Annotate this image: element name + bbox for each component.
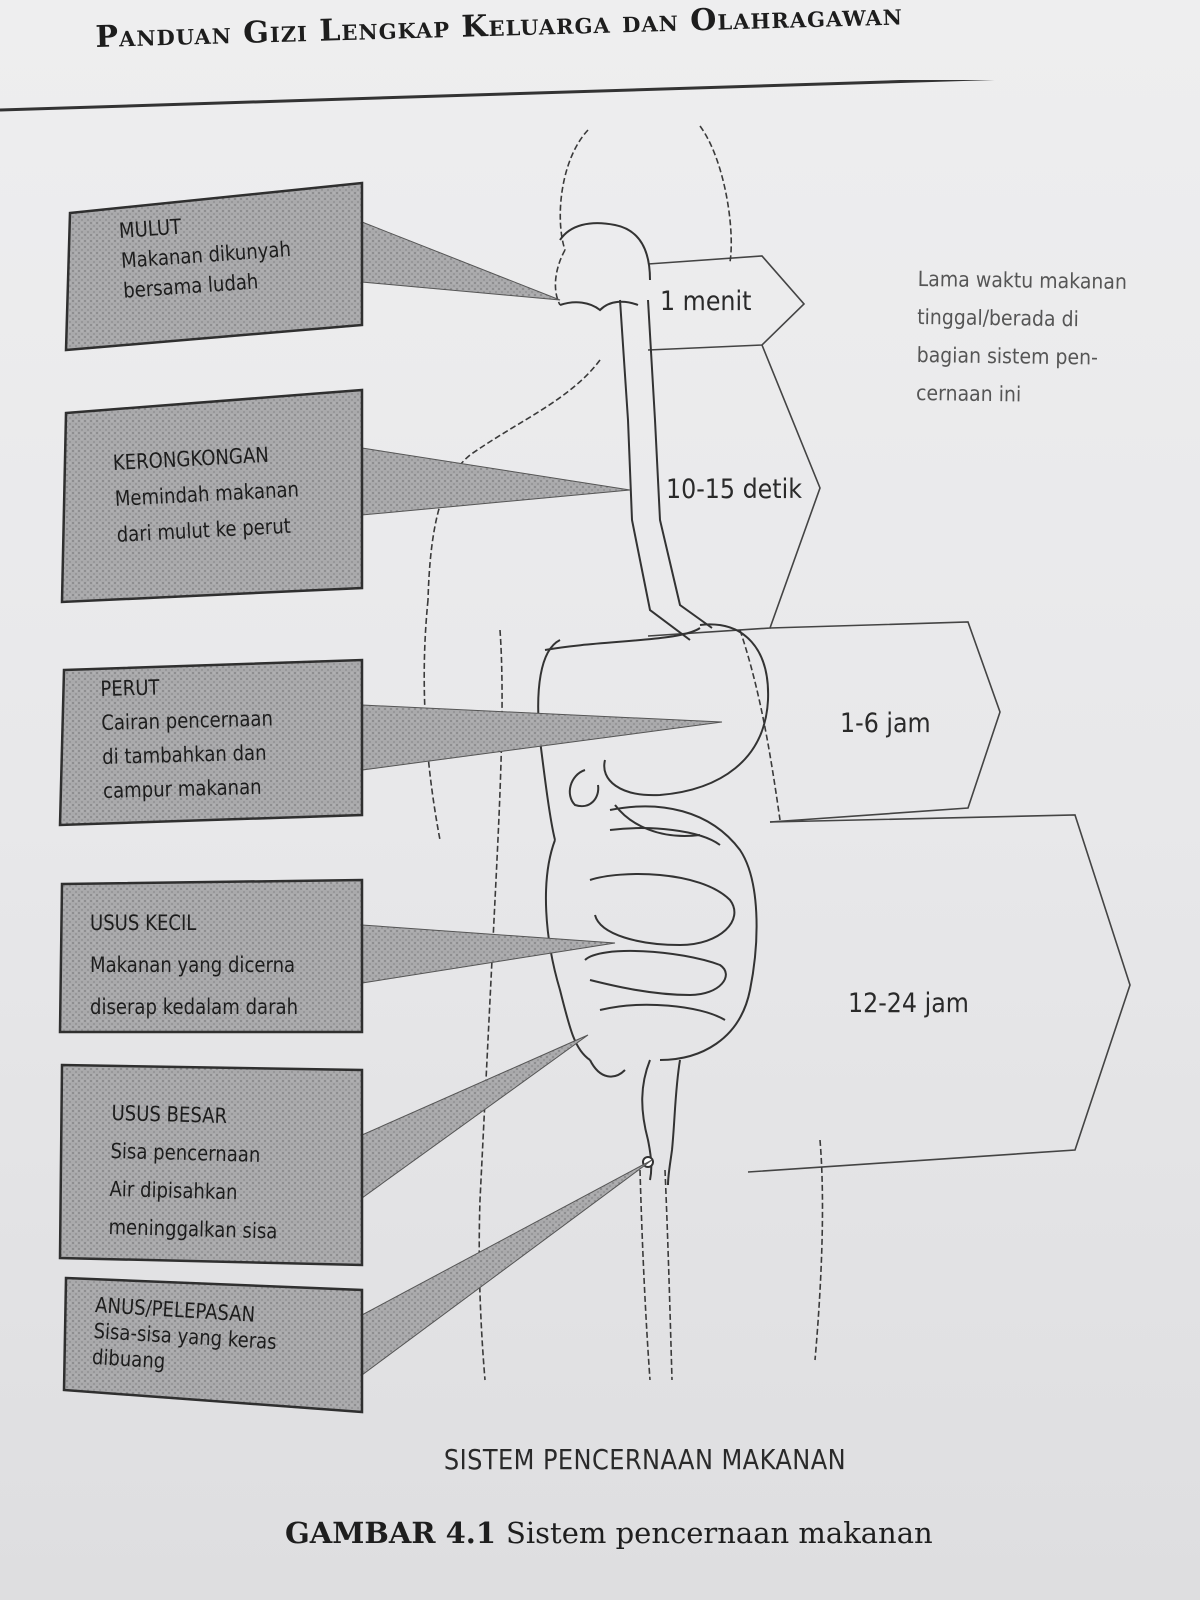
- pointer-anus: [361, 1159, 653, 1376]
- time-stomach: 1-6 jam: [840, 708, 931, 739]
- label-perut: PERUT Cairan pencernaan di tambahkan dan…: [100, 667, 303, 808]
- organ-desc: diserap kedalam darah: [90, 995, 299, 1019]
- label-usus-kecil: USUS KECIL Makanan yang dicerna diserap …: [90, 902, 332, 1028]
- organ-desc: Cairan pencernaan: [101, 706, 274, 735]
- time-intestines: 12-24 jam: [848, 988, 969, 1019]
- label-pointers: [361, 221, 723, 1376]
- time-arrows: [647, 255, 1131, 1173]
- side-note-line: cernaan ini: [915, 380, 1022, 407]
- box-anus: [62, 1276, 364, 1414]
- organ-desc: Air dipisahkan: [109, 1176, 238, 1205]
- organ-desc: campur makanan: [102, 774, 262, 803]
- pointer-kerongkongan: [361, 447, 631, 516]
- time-arrow-esophagus: [647, 344, 821, 637]
- time-esophagus: 10-15 detik: [666, 474, 802, 505]
- organ-desc: di tambahkan dan: [101, 740, 267, 769]
- intestines: [544, 804, 758, 1186]
- time-arrow-mouth: [647, 255, 806, 351]
- label-usus-besar: USUS BESAR Sisa pencernaan Air dipisahka…: [108, 1094, 308, 1251]
- diagram-title: SISTEM PENCERNAAN MAKANAN: [443, 1443, 847, 1476]
- organ-desc: Makanan yang dicerna: [90, 953, 296, 977]
- time-arrow-intestines: [747, 814, 1131, 1173]
- label-kerongkongan: KERONGKONGAN Memindah makanan dari mulut…: [112, 434, 332, 553]
- organ-name: USUS KECIL: [90, 911, 197, 935]
- label-boxes: [58, 181, 364, 1414]
- time-mouth: 1 menit: [660, 286, 752, 317]
- box-usus-besar: [58, 1063, 364, 1267]
- organ-name: PERUT: [100, 675, 160, 701]
- box-usus-kecil: [58, 878, 364, 1034]
- side-note-line: Lama waktu makanan: [917, 266, 1128, 294]
- box-mulut: [64, 181, 364, 352]
- box-kerongkongan: [60, 388, 364, 604]
- figure-label: GAMBAR 4.1: [285, 1516, 497, 1550]
- figure-caption: GAMBAR 4.1 Sistem pencernaan makanan: [285, 1516, 1045, 1550]
- pointer-usus-kecil: [361, 924, 616, 984]
- side-note-line: tinggal/berada di: [917, 304, 1080, 332]
- figure-caption-text: Sistem pencernaan makanan: [506, 1516, 933, 1550]
- box-perut: [58, 658, 364, 827]
- side-note: Lama waktu makanan tinggal/berada di bag…: [916, 260, 1152, 415]
- organ-desc: meninggalkan sisa: [108, 1214, 278, 1244]
- side-note-line: bagian sistem pen-: [916, 342, 1099, 370]
- esophagus: [559, 222, 713, 641]
- organ-desc: Sisa pencernaan: [110, 1138, 261, 1167]
- organ-name: USUS BESAR: [111, 1100, 228, 1129]
- label-anus: ANUS/PELEPASAN Sisa-sisa yang keras dibu…: [91, 1292, 309, 1383]
- pointer-mulut: [361, 221, 561, 301]
- pointer-usus-besar: [361, 1034, 589, 1199]
- label-mulut: MULUT Makanan dikunyah bersama ludah: [118, 202, 322, 306]
- time-arrow-stomach: [769, 621, 1001, 823]
